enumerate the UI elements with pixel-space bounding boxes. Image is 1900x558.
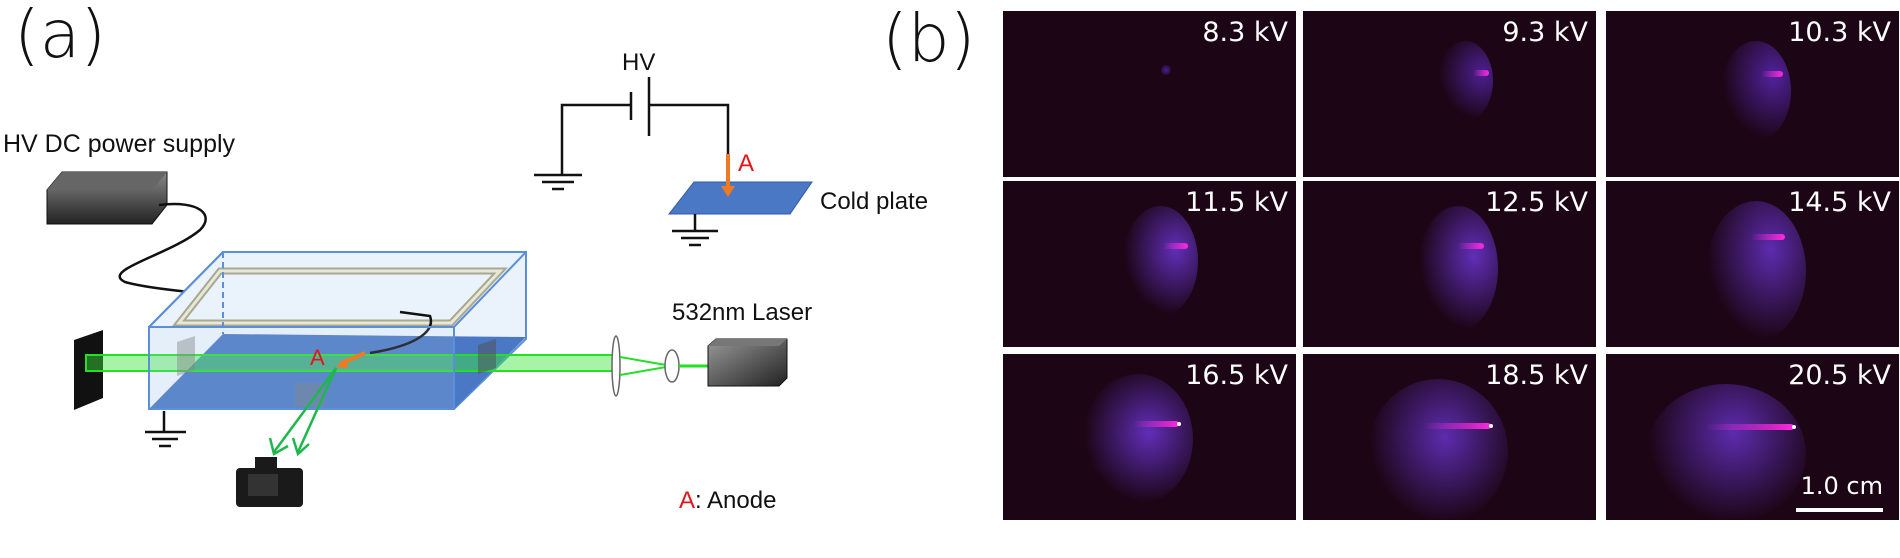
laser-label: 532nm Laser [672, 299, 813, 326]
plate-ground-icon [672, 214, 718, 247]
hv-circuit [534, 77, 730, 191]
discharge-image-14-5kv: 14.5 kV [1606, 181, 1899, 347]
discharge-image-10-3kv: 10.3 kV [1606, 11, 1899, 177]
laser-source-icon [707, 338, 788, 387]
discharge-image-9-3kv: 9.3 kV [1303, 11, 1596, 177]
discharge-image-grid: 8.3 kV 9.3 kV 10.3 kV 11.5 kV 12.5 kV 14… [1003, 11, 1900, 522]
voltage-label: 14.5 kV [1788, 187, 1891, 218]
discharge-image-18-5kv: 18.5 kV [1303, 354, 1596, 520]
setup-schematic [46, 77, 813, 507]
panel-a-label: (a) [14, 0, 106, 73]
circuit-anode-marker: A [738, 150, 755, 177]
camera-icon [236, 457, 303, 507]
tank-ground-icon [145, 411, 186, 448]
voltage-label: 18.5 kV [1485, 360, 1588, 391]
tank-anode-marker: A [310, 345, 325, 370]
lens-large-icon [611, 335, 621, 397]
discharge-image-20-5kv: 20.5 kV 1.0 cm [1606, 354, 1899, 520]
panel-b-label: (b) [882, 0, 976, 77]
voltage-label: 16.5 kV [1185, 360, 1288, 391]
power-supply-icon [46, 171, 168, 225]
power-supply-label: HV DC power supply [3, 130, 236, 158]
voltage-label: 12.5 kV [1485, 187, 1588, 218]
electrode-frame [171, 267, 509, 327]
cold-plate-label: Cold plate [820, 188, 929, 215]
voltage-label: 11.5 kV [1185, 187, 1288, 218]
voltage-label: 20.5 kV [1788, 360, 1891, 391]
anode-legend-letter: A [679, 487, 696, 514]
discharge-image-11-5kv: 11.5 kV [1003, 181, 1296, 347]
discharge-image-16-5kv: 16.5 kV [1003, 354, 1296, 520]
scatter-arrows [268, 367, 338, 457]
anode-legend-text: : Anode [695, 487, 777, 514]
voltage-label: 9.3 kV [1502, 17, 1588, 48]
hv-label: HV [622, 49, 656, 76]
lens-small-icon [664, 349, 680, 383]
anode-legend: A: Anode [679, 487, 776, 515]
cold-plate [667, 181, 813, 215]
voltage-label: 10.3 kV [1788, 17, 1891, 48]
voltage-label: 8.3 kV [1202, 17, 1288, 48]
discharge-image-8-3kv: 8.3 kV [1003, 11, 1296, 177]
scale-bar [1796, 508, 1883, 512]
scale-bar-label: 1.0 cm [1800, 472, 1883, 500]
discharge-image-12-5kv: 12.5 kV [1303, 181, 1596, 347]
